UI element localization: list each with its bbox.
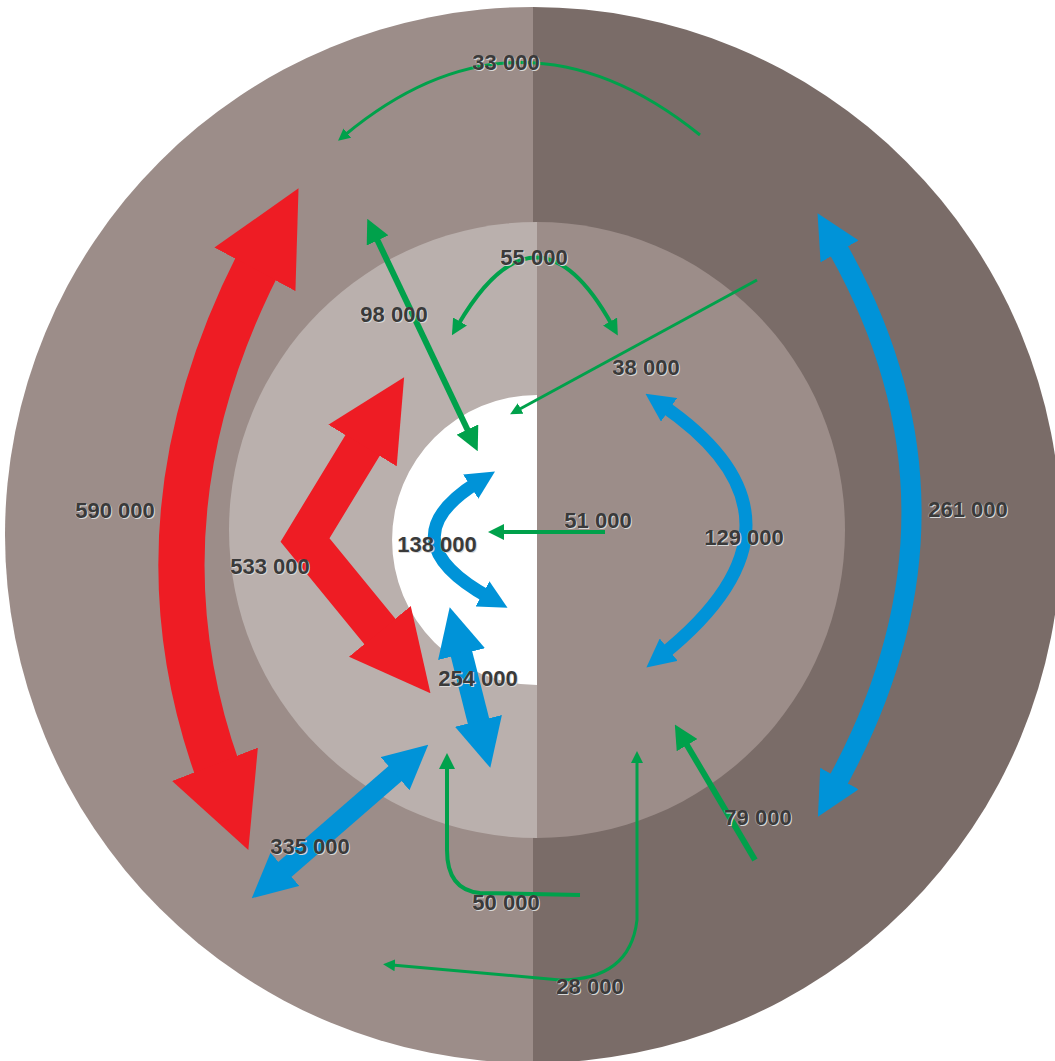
flow-value: 590 000 (75, 500, 155, 522)
flow-value: 129 000 (704, 527, 784, 549)
flow-value: 51 000 (564, 510, 631, 532)
middle-ring-left (229, 222, 537, 838)
flow-value: 28 000 (556, 976, 623, 998)
flow-value: 138 000 (397, 534, 477, 556)
blue-flow-arrow (833, 240, 912, 790)
flow-value: 55 000 (500, 247, 567, 269)
red-flow-arrow (181, 245, 268, 790)
flow-value: 79 000 (724, 807, 791, 829)
flow-value: 38 000 (612, 357, 679, 379)
flow-value: 335 000 (270, 836, 350, 858)
flow-value: 261 000 (928, 499, 1008, 521)
red-flow-arrow (305, 425, 395, 650)
flow-value: 50 000 (472, 892, 539, 914)
green-flow-arrow (392, 760, 637, 980)
green-flow-arrow (684, 740, 755, 860)
flow-value: 33 000 (472, 52, 539, 74)
green-flow-arrow (375, 235, 470, 435)
flow-value: 533 000 (230, 556, 310, 578)
outer-ring-right (533, 7, 1055, 1061)
flow-value: 98 000 (360, 304, 427, 326)
flow-value: 254 000 (438, 668, 518, 690)
green-flow-arrow (447, 765, 580, 895)
green-flow-arrow (518, 280, 757, 410)
blue-flow-arrow (275, 765, 405, 878)
